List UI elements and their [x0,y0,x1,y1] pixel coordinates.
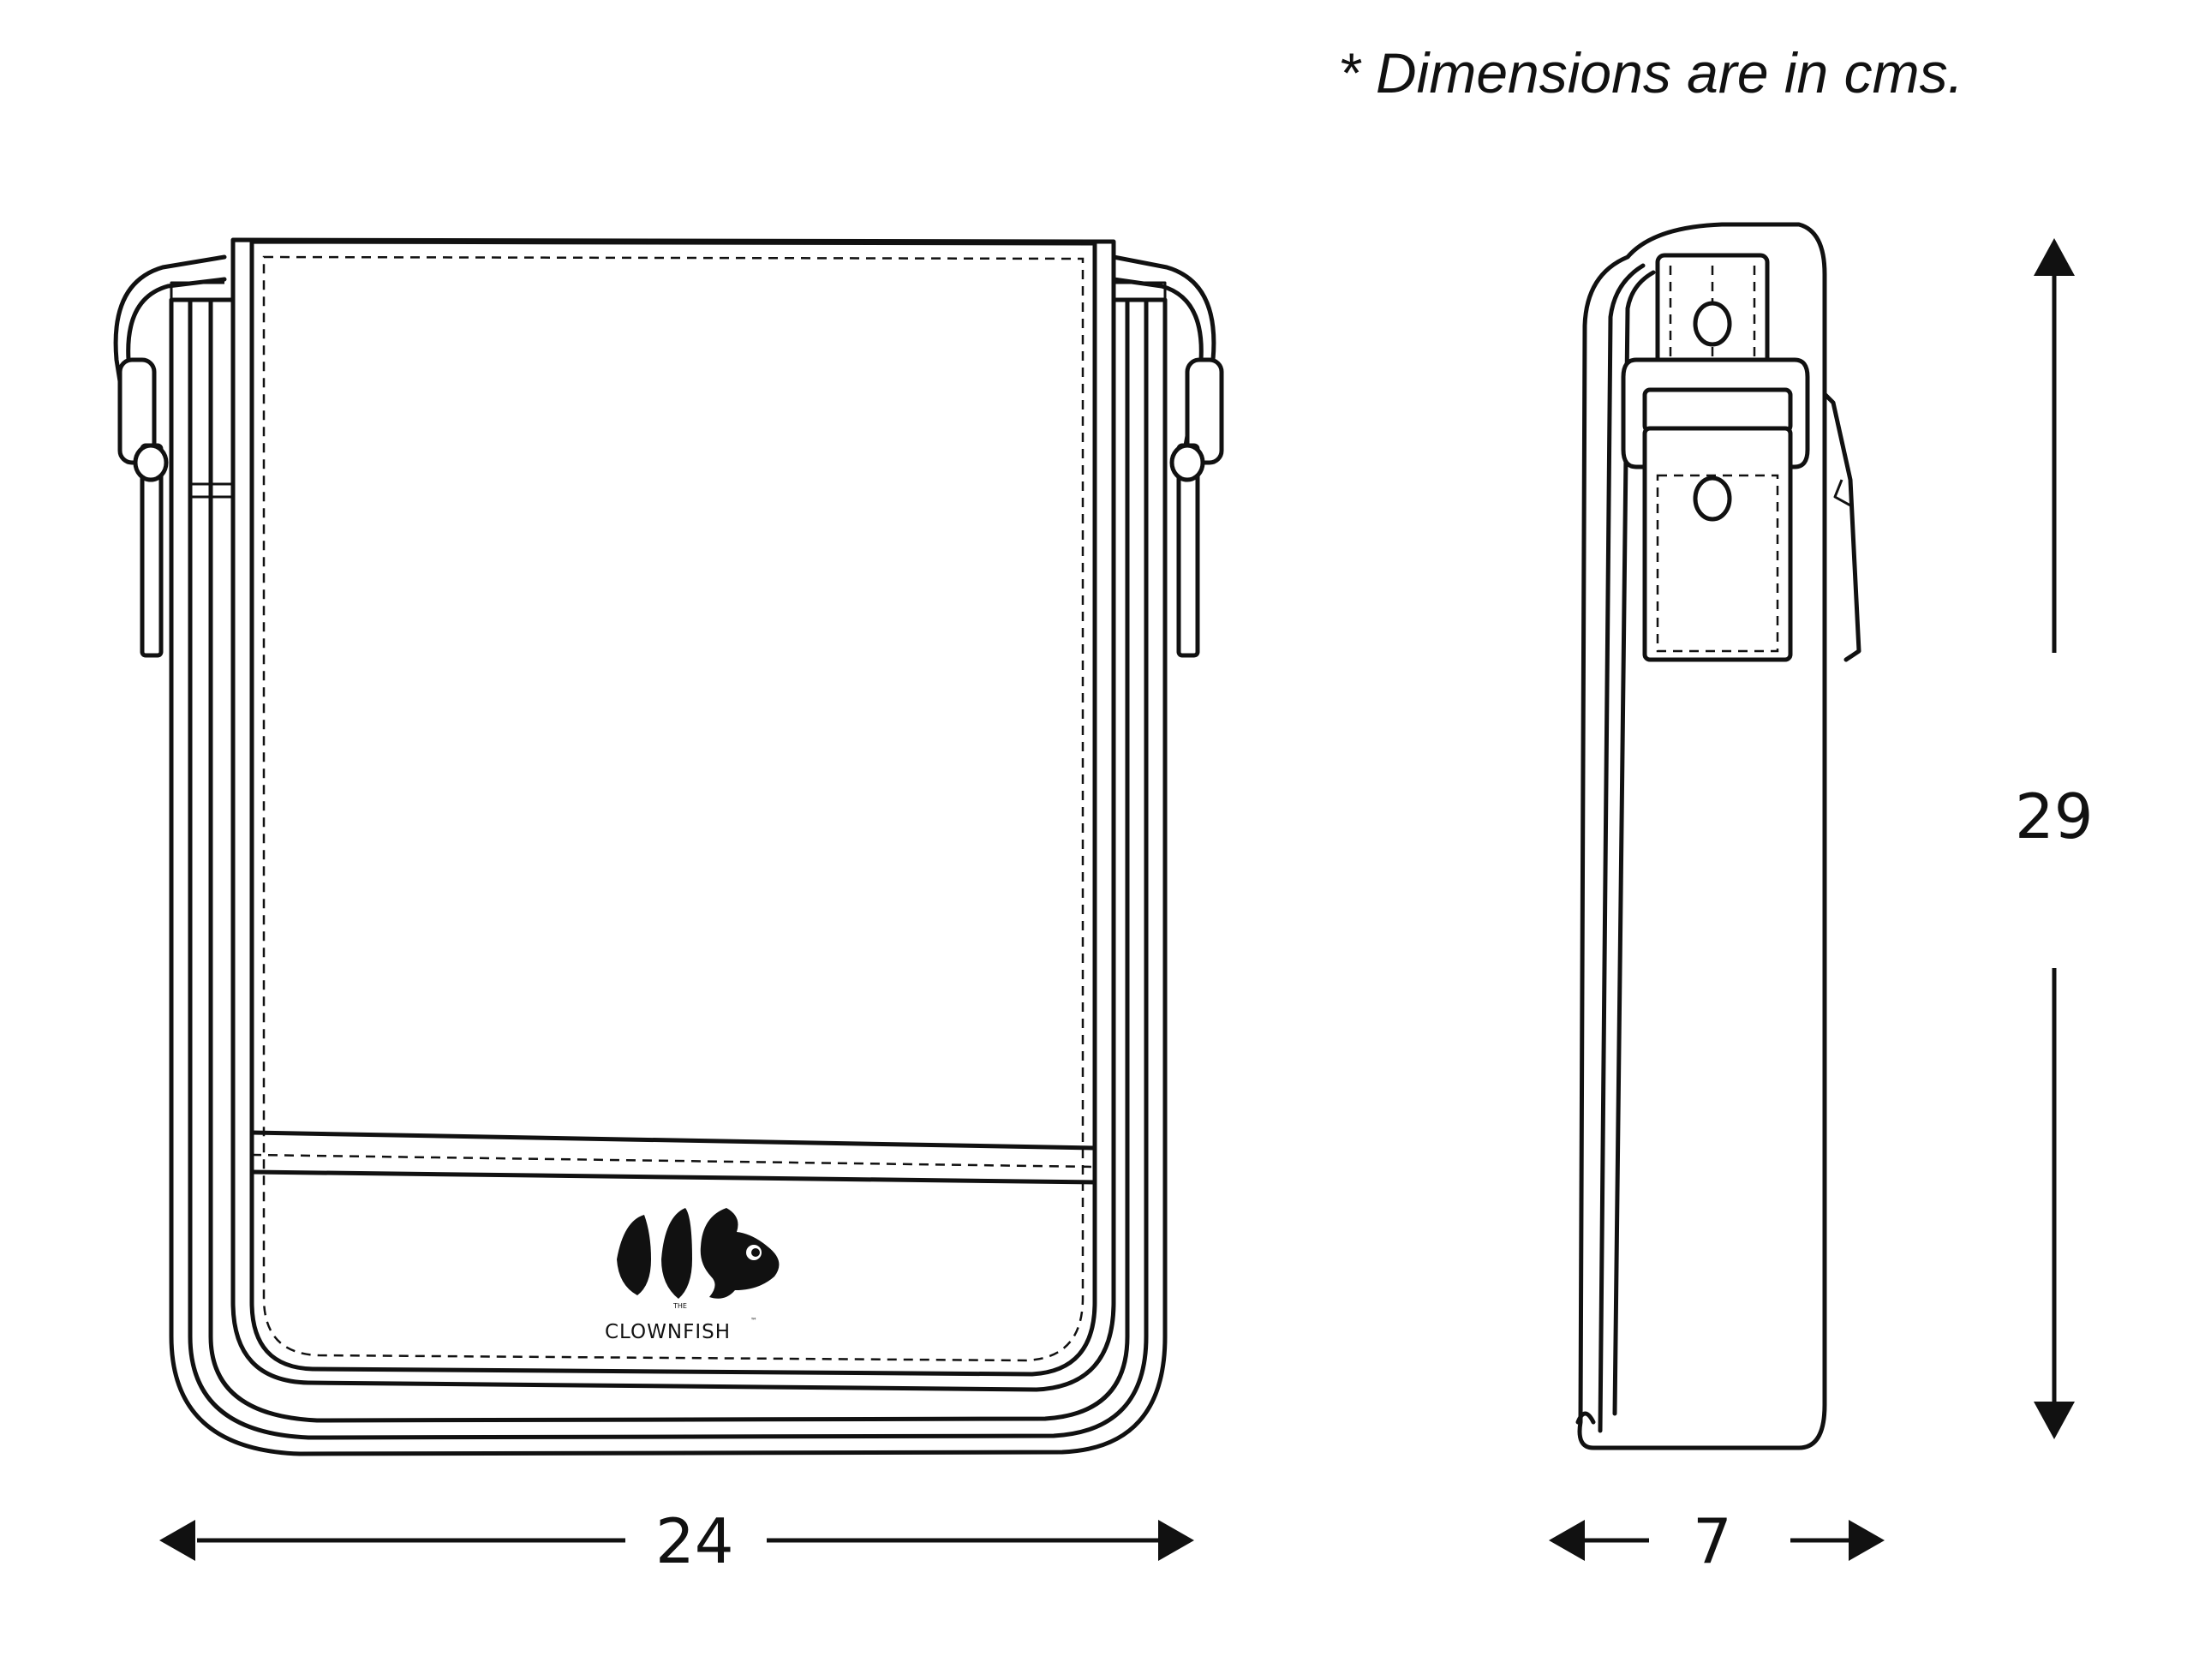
flap-band-top [249,1130,1097,1151]
depth-arrow-right-head [1849,1520,1885,1561]
side-zipper-edge [1822,392,1861,662]
width-arrow-left-head [159,1520,195,1561]
depth-arrow-left-head [1549,1520,1585,1561]
flap-stitching [262,255,1085,1362]
width-arrow-right-head [1158,1520,1194,1561]
clownfish-icon [617,1208,780,1299]
brand-name: CLOWNFISH [605,1321,731,1343]
width-label: 24 [655,1505,734,1577]
bag-flap [230,237,1116,1392]
height-arrow-bottom-head [2034,1402,2075,1439]
bag-front-view: THE CLOWNFISH ™ [113,237,1224,1456]
brand-prefix: THE [672,1302,687,1310]
depth-label: 7 [1693,1505,1732,1577]
width-dimension: 24 [159,1505,1194,1577]
flap-band-bottom [249,1169,1097,1185]
clownfish-logo: THE CLOWNFISH ™ [605,1208,780,1343]
side-body-outline [1577,222,1827,1450]
brand-trademark: ™ [750,1317,757,1324]
bag-side-view [1575,222,1861,1450]
height-arrow-top-head [2034,238,2075,276]
side-top-rivet [1693,301,1732,347]
height-dimension: 29 [2015,238,2094,1439]
right-strap-loop [1111,254,1216,448]
left-strap-loop [113,254,227,448]
height-label: 29 [2015,780,2094,852]
bag-back-panel [169,297,1168,1456]
side-strap-tab [1642,426,1793,662]
depth-dimension: 7 [1549,1505,1885,1577]
side-lower-rivet [1693,475,1732,522]
dimensions-note: * Dimensions are in cms. [1338,41,1963,105]
